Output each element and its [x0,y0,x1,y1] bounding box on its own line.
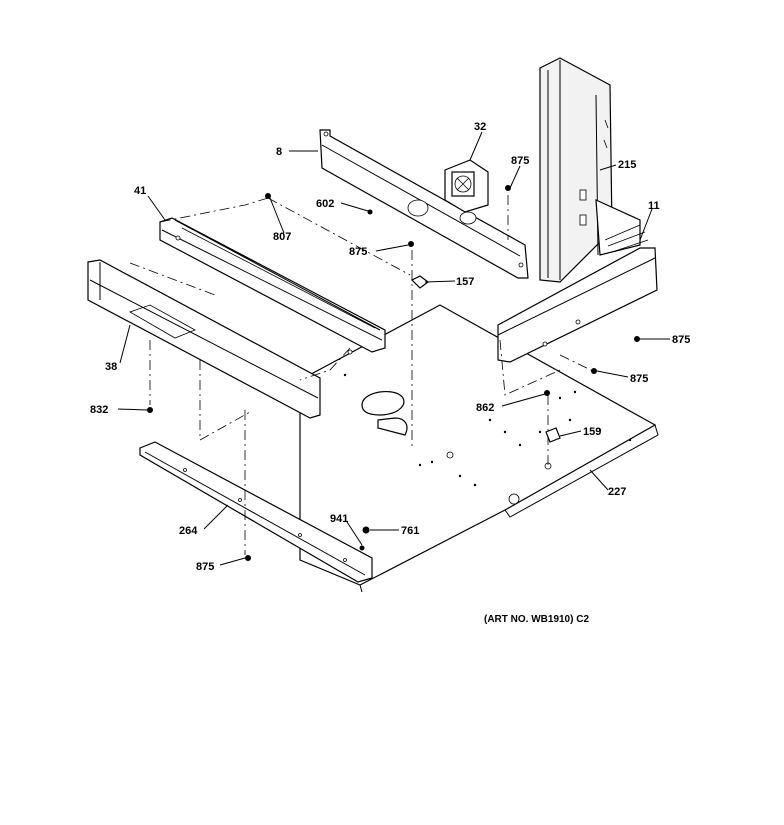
screw-875-top [505,185,511,191]
screw-862 [544,390,550,396]
side-rail-11 [497,224,658,363]
screw-807 [265,193,271,199]
callout-761: 761 [401,525,419,537]
duct-cutout [361,391,408,436]
callout-862: 862 [476,402,494,414]
callout-875-bottom: 875 [196,561,214,573]
callout-11: 11 [648,200,660,212]
callout-807: 807 [273,231,291,243]
screw-875-right2 [591,368,597,374]
front-trim-264 [139,441,373,583]
screw-875-mid [408,241,414,247]
leader-lines [117,131,670,566]
callout-159: 159 [583,426,601,438]
callout-875-right2: 875 [630,373,648,385]
art-number: (ART NO. WB1910) C2 [484,614,589,625]
fan-motor-32 [444,159,489,213]
fasteners [147,185,640,561]
callout-602: 602 [316,198,334,210]
callout-875-right1: 875 [672,334,690,346]
screw-875-bottom [245,555,251,561]
callout-875-top: 875 [511,155,529,167]
screw-941 [359,545,365,551]
screw-602 [367,209,373,215]
callout-264: 264 [179,525,198,537]
callout-215: 215 [618,159,636,171]
callout-8: 8 [276,146,282,158]
callout-875-mid: 875 [349,246,367,258]
callout-941: 941 [330,513,348,525]
callout-38: 38 [105,361,117,373]
callout-32: 32 [474,121,486,133]
callout-227: 227 [608,486,626,498]
screw-761 [362,526,370,534]
screw-875-right1 [634,336,640,342]
callout-41: 41 [134,185,146,197]
screw-832 [147,407,153,413]
assembly-lines [129,195,596,555]
rear-wall-215 [539,57,641,283]
callout-157: 157 [456,276,474,288]
control-trim-41 [159,217,386,355]
callout-832: 832 [90,404,108,416]
rear-bracket-8 [319,129,529,279]
clip-159 [545,427,561,443]
front-panel-38 [87,259,321,419]
callouts: 8 32 875 215 41 602 807 11 875 157 875 3… [90,121,690,573]
